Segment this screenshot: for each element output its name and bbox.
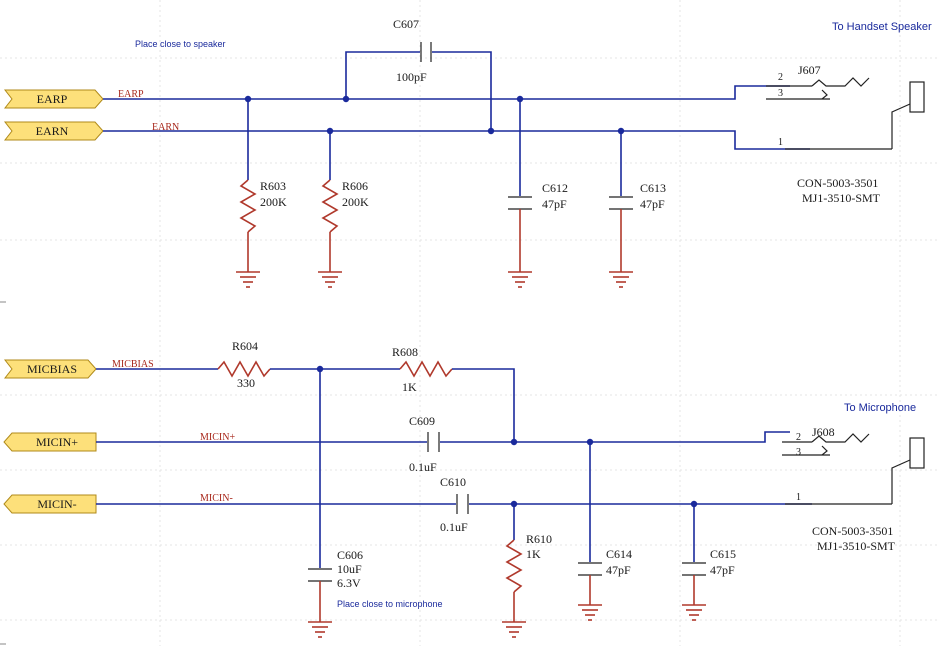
- junctions-top: [244, 95, 625, 135]
- net-label-micbias: MICBIAS: [112, 359, 154, 370]
- svg-text:10uF: 10uF: [337, 562, 362, 576]
- port-micinp: MICIN+: [3, 432, 97, 452]
- svg-text:200K: 200K: [342, 195, 369, 209]
- net-label-earp: EARP: [118, 89, 144, 100]
- r603-resistor: R603 200K: [239, 99, 287, 272]
- c609-capacitor: C609 0.1uF: [409, 414, 440, 474]
- svg-text:100pF: 100pF: [396, 70, 427, 84]
- port-micbias: MICBIAS: [3, 359, 97, 379]
- net-label-micinp: MICIN+: [200, 432, 235, 443]
- c610-capacitor: C610 0.1uF: [440, 475, 469, 534]
- svg-text:MICIN+: MICIN+: [36, 435, 78, 449]
- port-earp: EARP: [3, 89, 104, 109]
- j607-audio-jack: 2 3 1 J607 CON-5003-3501 MJ1-3510-SMT: [766, 63, 925, 205]
- svg-text:MJ1-3510-SMT: MJ1-3510-SMT: [802, 191, 881, 205]
- ground-symbols-top: [236, 271, 633, 288]
- svg-text:1: 1: [778, 137, 783, 148]
- j608-audio-jack: 2 3 1 J608 CON-5003-3501 MJ1-3510-SMT: [782, 425, 925, 553]
- svg-text:MJ1-3510-SMT: MJ1-3510-SMT: [817, 539, 896, 553]
- svg-text:R603: R603: [260, 179, 286, 193]
- ground-symbols-bottom: [308, 604, 706, 638]
- svg-text:EARN: EARN: [36, 124, 69, 138]
- net-label-micinm: MICIN-: [200, 493, 233, 504]
- svg-text:6.3V: 6.3V: [337, 576, 361, 590]
- c614-capacitor: C614 47pF: [578, 442, 632, 605]
- svg-text:C615: C615: [710, 547, 736, 561]
- svg-text:1: 1: [796, 492, 801, 503]
- r604-resistor: R604 330: [217, 339, 271, 390]
- svg-text:3: 3: [796, 447, 801, 458]
- svg-text:J607: J607: [798, 63, 821, 77]
- svg-text:R610: R610: [526, 532, 552, 546]
- svg-text:C613: C613: [640, 181, 666, 195]
- svg-text:2: 2: [778, 72, 783, 83]
- junctions-bottom: [316, 365, 698, 508]
- svg-text:C610: C610: [440, 475, 466, 489]
- svg-text:CON-5003-3501: CON-5003-3501: [797, 176, 878, 190]
- svg-text:2: 2: [796, 432, 801, 443]
- svg-text:200K: 200K: [260, 195, 287, 209]
- wire-earp: [103, 85, 790, 100]
- net-label-earn: EARN: [152, 122, 179, 133]
- svg-text:1K: 1K: [402, 380, 417, 394]
- svg-text:C614: C614: [606, 547, 632, 561]
- svg-text:C607: C607: [393, 17, 419, 31]
- svg-text:R606: R606: [342, 179, 368, 193]
- c613-capacitor: C613 47pF: [609, 131, 666, 272]
- c615-capacitor: C615 47pF: [682, 504, 736, 605]
- r610-resistor: R610 1K: [505, 504, 552, 622]
- svg-text:1K: 1K: [526, 547, 541, 561]
- svg-text:EARP: EARP: [37, 92, 68, 106]
- c606-capacitor: C606 10uF 6.3V: [308, 369, 363, 622]
- c612-capacitor: C612 47pF: [508, 99, 568, 272]
- svg-text:3: 3: [778, 88, 783, 99]
- svg-text:J608: J608: [812, 425, 835, 439]
- svg-text:MICBIAS: MICBIAS: [27, 362, 77, 376]
- svg-text:0.1uF: 0.1uF: [440, 520, 468, 534]
- svg-text:C609: C609: [409, 414, 435, 428]
- svg-text:CON-5003-3501: CON-5003-3501: [812, 524, 893, 538]
- r608-resistor: R608 1K: [392, 345, 453, 394]
- to-microphone-label: To Microphone: [844, 402, 916, 414]
- port-earn: EARN: [3, 121, 104, 141]
- svg-text:R604: R604: [232, 339, 258, 353]
- svg-text:0.1uF: 0.1uF: [409, 460, 437, 474]
- svg-text:47pF: 47pF: [640, 197, 665, 211]
- wire-earn: [103, 130, 810, 150]
- to-handset-speaker-label: To Handset Speaker: [832, 21, 932, 33]
- svg-text:47pF: 47pF: [542, 197, 567, 211]
- note-place-close-speaker: Place close to speaker: [135, 39, 226, 49]
- svg-text:R608: R608: [392, 345, 418, 359]
- svg-text:C612: C612: [542, 181, 568, 195]
- note-place-close-microphone: Place close to microphone: [337, 599, 443, 609]
- svg-text:MICIN-: MICIN-: [37, 497, 76, 511]
- svg-text:47pF: 47pF: [606, 563, 631, 577]
- port-micinm: MICIN-: [3, 494, 97, 514]
- svg-text:47pF: 47pF: [710, 563, 735, 577]
- svg-text:C606: C606: [337, 548, 363, 562]
- c607-capacitor: C607 100pF: [345, 17, 492, 131]
- r606-resistor: R606 200K: [321, 131, 369, 272]
- svg-text:330: 330: [237, 376, 255, 390]
